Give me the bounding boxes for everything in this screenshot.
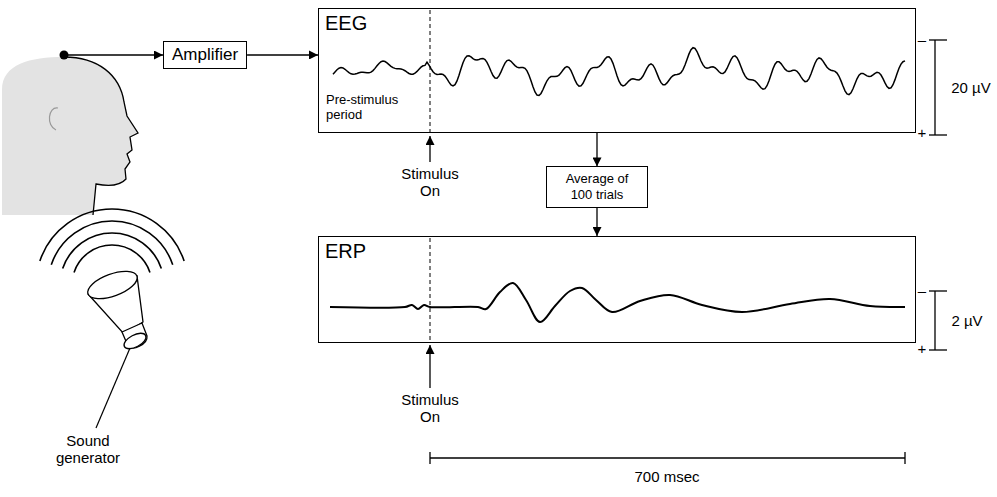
eeg-trace xyxy=(333,48,905,96)
erp-trace xyxy=(330,283,905,322)
box-title: ERP xyxy=(325,240,366,263)
scale-bar xyxy=(929,40,947,135)
flow-arrow xyxy=(596,208,597,236)
stimulus-line xyxy=(430,238,431,342)
time-bracket xyxy=(430,452,905,464)
polarity-sign: – xyxy=(915,31,929,48)
box-title: Amplifier xyxy=(172,45,238,65)
process-box: Amplifier xyxy=(163,41,247,69)
scale-bar xyxy=(929,291,947,350)
face-profile xyxy=(64,57,138,215)
scale-label: 20 µV xyxy=(946,79,996,96)
flow-arrow xyxy=(247,54,318,55)
stimulus-label: Stimulus On xyxy=(395,391,465,426)
box-title: Average of 100 trials xyxy=(557,171,637,202)
polarity-sign: – xyxy=(915,282,929,299)
period-label: Pre-stimulus period xyxy=(326,93,418,123)
stimulus-arrow xyxy=(429,345,430,388)
signal-panel: EEG Pre-stimulus period xyxy=(318,8,916,133)
signal-panel: ERP xyxy=(318,236,916,343)
polarity-sign: + xyxy=(915,124,929,141)
polarity-sign: + xyxy=(915,340,929,357)
box-title: EEG xyxy=(325,12,367,35)
speaker xyxy=(84,266,148,352)
part-label: Sound generator xyxy=(46,432,130,467)
sound-waves xyxy=(40,209,184,272)
time-label: 700 msec xyxy=(622,468,712,485)
process-box: Average of 100 trials xyxy=(546,166,648,207)
stimulus-label: Stimulus On xyxy=(395,165,465,200)
ear xyxy=(49,108,58,130)
stimulus-arrow xyxy=(429,136,430,162)
flow-arrow xyxy=(596,133,597,166)
electrode-wire xyxy=(64,54,163,55)
leader-line xyxy=(96,348,130,428)
stimulus-line xyxy=(430,10,431,132)
head-silhouette xyxy=(2,57,138,215)
scale-label: 2 µV xyxy=(945,312,989,329)
